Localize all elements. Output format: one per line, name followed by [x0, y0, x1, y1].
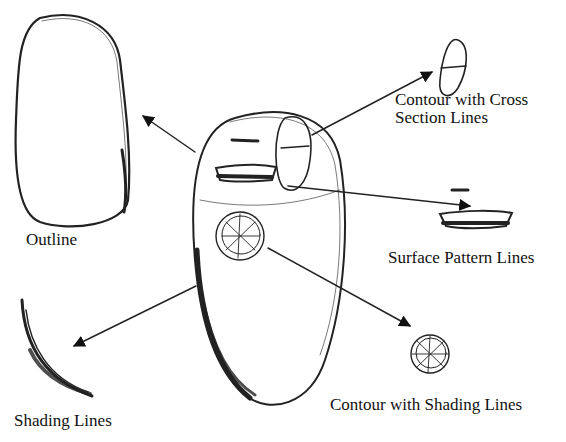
part-label: Outline	[26, 231, 77, 249]
cross-section-sketch	[440, 40, 466, 96]
contour-shading-sketch	[411, 335, 449, 373]
outline-sketch	[16, 15, 130, 226]
mouse-sketch	[193, 112, 345, 405]
part-label: Shading Lines	[14, 412, 112, 430]
part-label: Contour with Cross Section Lines	[395, 91, 555, 127]
shading-sketch	[22, 300, 92, 396]
part-label: Surface Pattern Lines	[388, 249, 534, 267]
part-label: Contour with Shading Lines	[330, 396, 522, 414]
surface-pattern-sketch	[440, 190, 512, 228]
